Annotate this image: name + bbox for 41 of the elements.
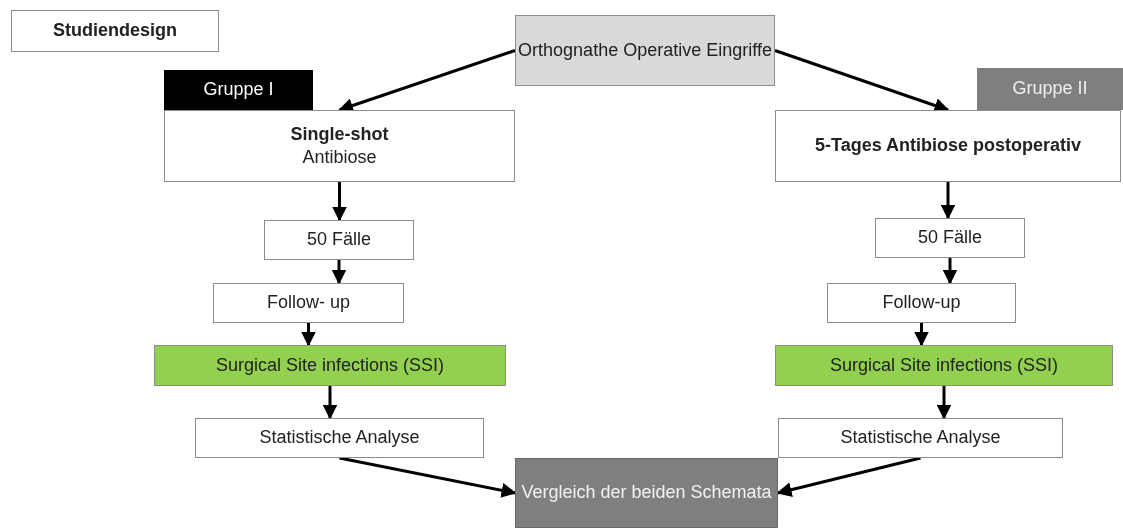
node-label: Orthognathe Operative Eingriffe [518, 38, 772, 62]
arrow [940, 182, 956, 220]
arrow [301, 323, 316, 347]
process-box [195, 418, 484, 458]
outcome-box [154, 345, 506, 386]
group-tab [164, 70, 313, 110]
node-label: Surgical Site infections (SSI) [829, 353, 1059, 377]
process-box [827, 283, 1016, 323]
process-box [875, 218, 1025, 258]
group-tab [977, 68, 1123, 110]
process-box [164, 110, 515, 182]
title-box [11, 10, 219, 52]
process-box [264, 220, 414, 260]
arrow [331, 260, 347, 285]
arrow [942, 258, 958, 285]
arrow [332, 182, 347, 222]
arrow [936, 386, 952, 420]
node-label: Single-shot [290, 122, 389, 146]
process-box [213, 283, 404, 323]
result-box [515, 458, 778, 528]
node-label: Surgical Site infections (SSI) [215, 353, 445, 377]
node-sublabel: Antibiose [302, 146, 377, 169]
process-box [775, 110, 1121, 182]
arrow [322, 386, 338, 420]
node-label: Vergleich der beiden Schemata [521, 481, 772, 505]
arrow [914, 323, 929, 347]
node-label: Follow- up [267, 291, 350, 315]
outcome-box [775, 345, 1113, 386]
process-box [778, 418, 1063, 458]
arrow [776, 456, 921, 498]
node-label: 50 Fälle [306, 228, 371, 252]
process-box [515, 15, 775, 86]
arrow [339, 456, 517, 498]
node-label: Follow-up [882, 291, 961, 315]
node-label: Gruppe I [203, 78, 274, 102]
node-label: 50 Fälle [917, 226, 982, 250]
node-label: Statistische Analyse [259, 426, 420, 450]
node-label: 5-Tages Antibiose postoperativ [814, 134, 1081, 158]
node-label: Statistische Analyse [840, 426, 1001, 450]
node-label: Studiendesign [53, 19, 177, 43]
node-label: Gruppe II [1012, 77, 1088, 101]
